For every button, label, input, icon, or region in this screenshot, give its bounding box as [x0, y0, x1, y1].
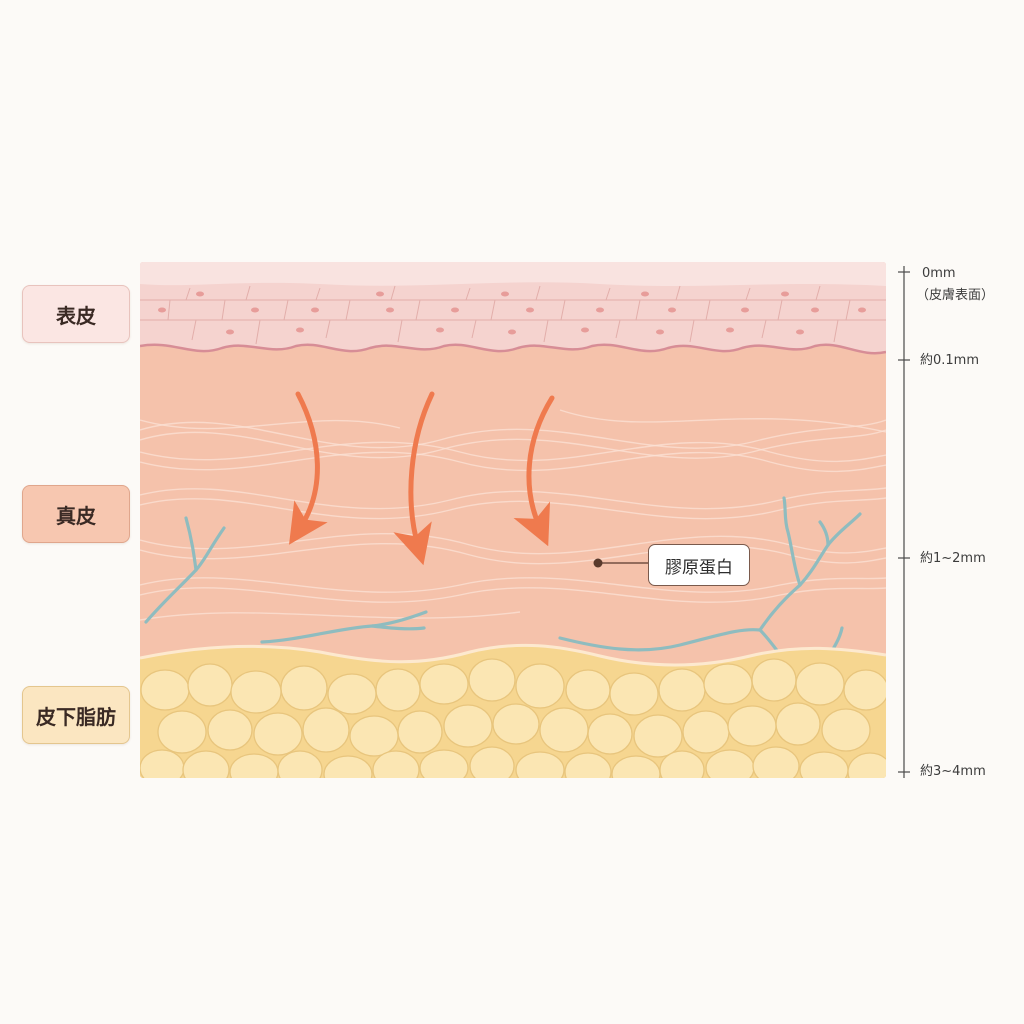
penetration-arrows	[289, 391, 555, 566]
collagen-callout: 膠原蛋白	[648, 544, 750, 586]
depth-scale	[898, 266, 910, 778]
subcutaneous-fat-label: 皮下脂肪	[22, 686, 130, 744]
depth-surface: 0mm	[922, 266, 956, 281]
stratum-corneum	[140, 262, 886, 286]
fat-cells	[140, 658, 886, 778]
arrow-middle	[393, 391, 435, 566]
basement-membrane	[140, 343, 886, 355]
depth-subcutaneous: 約3~4mm	[920, 764, 986, 779]
depth-dermis: 約1~2mm	[920, 551, 986, 566]
arrow-left	[289, 391, 328, 545]
dermis-fat-boundary	[140, 643, 886, 667]
cell-nuclei	[158, 291, 866, 335]
epidermal-cells	[140, 285, 886, 345]
dermis-label: 真皮	[22, 485, 130, 543]
collagen-pointer	[593, 558, 648, 568]
arrow-right	[513, 395, 555, 547]
blood-vessels	[144, 496, 862, 670]
depth-surface-note: （皮膚表面）	[916, 288, 995, 303]
epidermis-label: 表皮	[22, 285, 130, 343]
depth-epidermis: 約0.1mm	[920, 353, 980, 368]
